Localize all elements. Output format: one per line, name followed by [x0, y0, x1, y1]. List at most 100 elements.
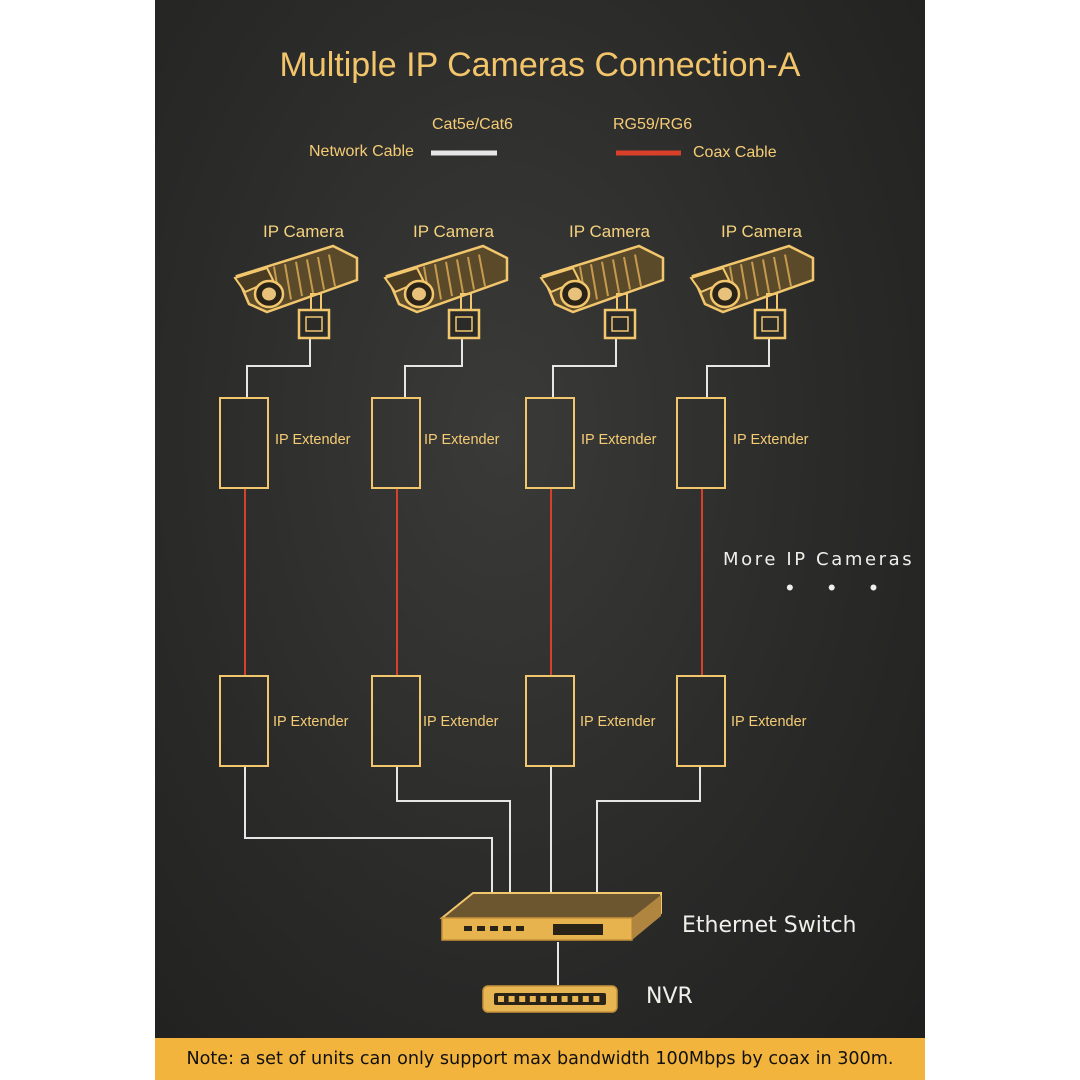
- network-cable: [552, 338, 617, 398]
- network-cable: [596, 766, 701, 893]
- camera-visor: [689, 266, 731, 294]
- ip-extender-box: [676, 397, 726, 489]
- legend-coax-spec: RG59/RG6: [613, 116, 693, 133]
- more-cameras-dots: • • •: [786, 575, 892, 600]
- camera-fin: [467, 256, 475, 290]
- camera-mount: [447, 308, 481, 340]
- nvr-port: [519, 996, 526, 1002]
- extender-label: IP Extender: [275, 432, 351, 448]
- nvr-port: [561, 996, 568, 1002]
- camera-fin: [784, 254, 792, 287]
- more-cameras-label: More IP Cameras: [723, 549, 915, 570]
- camera-fin: [306, 259, 314, 293]
- ethernet-switch-label: Ethernet Switch: [682, 913, 857, 938]
- ip-extender-box: [525, 675, 575, 767]
- switch-port: [503, 926, 511, 931]
- camera-lens-glass: [718, 287, 732, 301]
- extender-label: IP Extender: [731, 714, 807, 730]
- extender-label: IP Extender: [733, 432, 809, 448]
- switch-display: [553, 924, 603, 935]
- ip-extender-box: [219, 675, 269, 767]
- camera-label: IP Camera: [263, 222, 344, 241]
- ethernet-switch-icon: [439, 892, 662, 941]
- nvr-port: [540, 996, 547, 1002]
- extender-label: IP Extender: [581, 432, 657, 448]
- nvr-port: [508, 996, 515, 1002]
- ip-extender-box: [371, 675, 421, 767]
- camera-fin: [773, 256, 781, 290]
- nvr-port: [551, 996, 557, 1002]
- diagram-title: Multiple IP Cameras Connection-A: [279, 46, 801, 84]
- switch-side: [632, 895, 661, 940]
- diagram-panel: Multiple IP Cameras Connection-A Cat5e/C…: [155, 0, 925, 1080]
- bandwidth-note: Note: a set of units can only support ma…: [155, 1038, 925, 1080]
- camera-fin: [751, 261, 759, 297]
- camera-fin: [445, 261, 453, 297]
- camera-visor: [383, 266, 425, 294]
- nvr-icon: [482, 985, 618, 1013]
- switch-port: [464, 926, 472, 931]
- camera-mount: [297, 308, 331, 340]
- ip-extender-box: [676, 675, 726, 767]
- camera-mount-plate: [761, 316, 779, 332]
- extender-label: IP Extender: [424, 432, 500, 448]
- ip-camera-icon: [233, 244, 359, 340]
- nvr-port: [582, 996, 589, 1002]
- camera-mount: [753, 308, 787, 340]
- network-cable: [244, 766, 493, 893]
- camera-fin: [762, 259, 770, 293]
- extender-label: IP Extender: [580, 714, 656, 730]
- camera-fin: [295, 261, 303, 297]
- nvr-port: [572, 996, 579, 1002]
- network-cable: [246, 338, 311, 398]
- nvr-port: [593, 996, 600, 1002]
- extender-label: IP Extender: [423, 714, 499, 730]
- camera-label: IP Camera: [413, 222, 494, 241]
- cable-layer: [219, 150, 815, 1013]
- legend-network-spec: Cat5e/Cat6: [432, 116, 513, 133]
- network-cable: [404, 338, 463, 398]
- camera-fin: [434, 264, 442, 300]
- camera-fin: [623, 256, 631, 290]
- cable-group: [244, 338, 770, 985]
- camera-fin: [317, 256, 325, 290]
- nvr-port: [498, 996, 504, 1002]
- legend-coax-label: Coax Cable: [693, 144, 777, 161]
- camera-fin: [601, 261, 609, 297]
- ip-camera-icon: [383, 244, 509, 340]
- switch-port: [516, 926, 524, 931]
- legend-network-label: Network Cable: [309, 143, 414, 160]
- camera-fin: [590, 264, 598, 300]
- camera-lens-glass: [262, 287, 276, 301]
- network-cable: [706, 338, 770, 398]
- device-group: [219, 244, 815, 1013]
- camera-mount-plate: [455, 316, 473, 332]
- ip-camera-icon: [689, 244, 815, 340]
- nvr-port: [529, 996, 536, 1002]
- camera-label: IP Camera: [721, 222, 802, 241]
- ip-camera-icon: [539, 244, 665, 340]
- nvr-label: NVR: [646, 984, 693, 1009]
- camera-fin: [284, 264, 292, 300]
- camera-fin: [612, 259, 620, 293]
- camera-label: IP Camera: [569, 222, 650, 241]
- camera-fin: [456, 259, 464, 293]
- camera-mount-plate: [305, 316, 323, 332]
- camera-lens-glass: [412, 287, 426, 301]
- camera-fin: [634, 254, 642, 287]
- switch-port: [490, 926, 498, 931]
- camera-lens-glass: [568, 287, 582, 301]
- ip-extender-box: [525, 397, 575, 489]
- network-cable: [396, 766, 511, 893]
- camera-fin: [328, 254, 336, 287]
- switch-port: [477, 926, 485, 931]
- camera-visor: [539, 266, 581, 294]
- camera-fin: [740, 264, 748, 300]
- extender-label: IP Extender: [273, 714, 349, 730]
- ip-extender-box: [219, 397, 269, 489]
- camera-mount: [603, 308, 637, 340]
- camera-fin: [478, 254, 486, 287]
- ip-extender-box: [371, 397, 421, 489]
- camera-mount-plate: [611, 316, 629, 332]
- camera-visor: [233, 266, 275, 294]
